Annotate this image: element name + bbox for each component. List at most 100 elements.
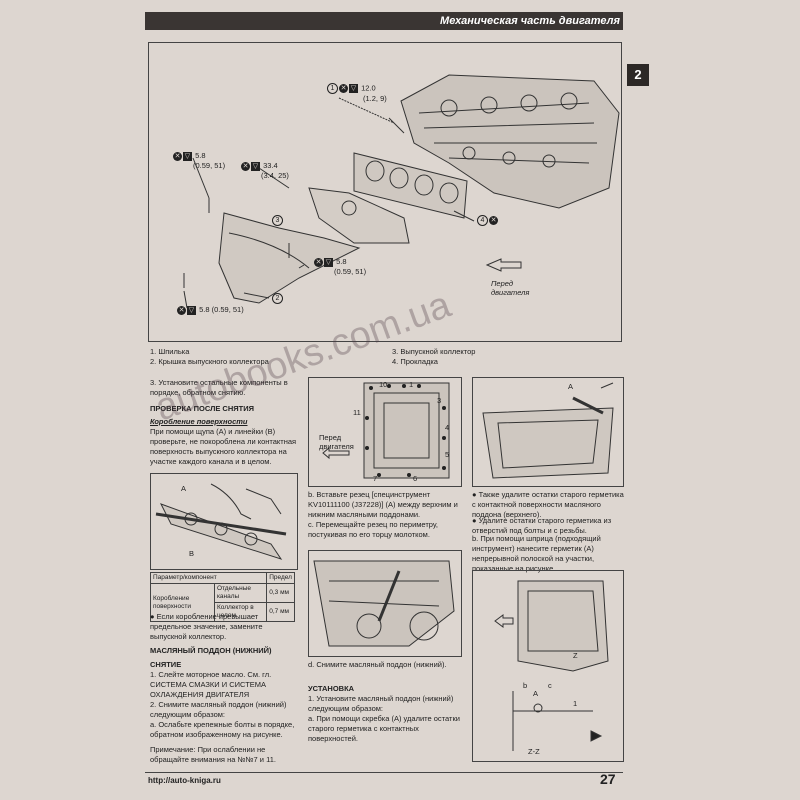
replace-icon: ✕ — [173, 151, 182, 161]
sealant-figure: Z A b c 1 Z-Z — [472, 570, 624, 762]
callout-value: 12.0 — [361, 83, 376, 93]
callout-sub: (0.59, 51) — [334, 266, 367, 276]
heading-check-after-removal: ПРОВЕРКА ПОСЛЕ СНЯТИЯ — [150, 404, 255, 413]
bolt-sequence-figure: 10 1 3 4 5 6 7 11 Перед двигателя — [308, 377, 462, 487]
scraper-figure: A — [472, 377, 624, 487]
removal-step-2: 2. Снимите масляный поддон (нижний) след… — [150, 700, 287, 719]
table-header-limit: Предел — [266, 572, 295, 584]
right-bullet-2: ● Удалите остатки старого герметика из о… — [472, 516, 612, 535]
header-bar — [145, 12, 623, 30]
footer-rule — [145, 772, 623, 773]
bullet-icon: ● — [472, 490, 477, 499]
install-step-1a: a. При помощи скребка (А) удалите остатк… — [308, 714, 460, 743]
removal-step-1: 1. Слейте моторное масло. См. гл. СИСТЕМ… — [150, 670, 272, 699]
callout-value: 33.4 — [263, 161, 278, 170]
step-c-text: c. Перемещайте резец по периметру, посту… — [308, 520, 438, 539]
bolt-num: 6 — [413, 474, 418, 483]
cutter-figure — [308, 550, 462, 657]
table-cell-value: 0,3 мм — [266, 583, 295, 603]
page-header-title: Механическая часть двигателя — [440, 15, 620, 27]
replace-icon: ✕ — [241, 161, 250, 171]
table-cell-item: Отдельные каналы — [213, 583, 268, 603]
replace-icon: ✕ — [177, 305, 186, 315]
warp-check-illustration — [155, 483, 287, 560]
install-step-1: 1. Установите масляный поддон (нижний) с… — [308, 694, 454, 713]
callout-cover-bolt-torque-3: ✕▽ 5.8 (0.59, 51) — [177, 305, 244, 315]
chapter-tab: 2 — [627, 64, 649, 86]
callout-nut-torque: ✕▽ 33.4 (3.4, 25) — [241, 161, 289, 180]
legend-item-2: 2. Крышка выпускного коллектора — [150, 357, 269, 366]
bolt-num: 11 — [353, 408, 361, 417]
callout-cover-bolt-torque-2: ✕▽ 5.8 (0.59, 51) — [314, 257, 366, 276]
footer-url: http://auto-kniga.ru — [148, 776, 221, 785]
heading-oil-pan-lower: МАСЛЯНЫЙ ПОДДОН (НИЖНИЙ) — [150, 646, 272, 655]
replace-icon: ✕ — [314, 257, 323, 267]
zz-label: Z-Z — [528, 747, 540, 756]
step-d-text: d. Снимите масляный поддон (нижний). — [308, 660, 447, 669]
warp-check-text: При помощи щупа (А) и линейки (В) провер… — [150, 427, 297, 466]
callout-stud-torque: 1✕▽ 12.0 (1.2, 9) — [327, 83, 387, 103]
heading-install: УСТАНОВКА — [308, 684, 355, 693]
table-cell-item: Коллектор в целом — [213, 602, 268, 622]
callout-cover-bolt-torque: ✕▽ 5.8 (0.59, 51) — [173, 151, 225, 170]
exhaust-manifold-illustration — [183, 74, 620, 309]
label-c: c — [548, 681, 552, 690]
table-cell-value: 0,7 мм — [266, 602, 295, 622]
torque-icon: ▽ — [349, 84, 358, 93]
front-of-engine-label: Перед двигателя — [319, 433, 354, 451]
step-b-sealant: b. При помощи шприца (подходящий инструм… — [472, 534, 601, 573]
warp-limits-table: Параметр/компонент Предел Коробление пов… — [149, 572, 295, 622]
replace-bullet: ● Если коробление превышает предельное з… — [150, 612, 263, 641]
bolt-num: 4 — [445, 423, 450, 432]
bolt-sequence-illustration — [322, 382, 450, 479]
torque-icon: ▽ — [183, 151, 192, 161]
legend-item-1: 1. Шпилька — [150, 347, 190, 356]
label-a: A — [568, 382, 574, 391]
legend-item-3: 3. Выпускной коллектор — [392, 347, 476, 356]
z-label: Z — [573, 651, 578, 660]
replace-icon: ✕ — [339, 84, 348, 93]
callout-sub: (0.59, 51) — [193, 160, 226, 170]
cutter-illustration — [313, 560, 455, 647]
replace-icon: ✕ — [489, 216, 498, 225]
heading-removal: СНЯТИЕ — [150, 660, 182, 669]
label-1: 1 — [573, 699, 578, 708]
torque-icon: ▽ — [187, 305, 196, 315]
heading-surface-warp: Коробление поверхности — [150, 417, 248, 426]
label-a: A — [533, 689, 539, 698]
part-number-4: 4✕ — [477, 215, 499, 226]
bolt-num: 7 — [373, 474, 378, 483]
torque-icon: ▽ — [324, 257, 333, 267]
page-number: 27 — [600, 771, 616, 787]
warp-check-figure: A B — [150, 473, 298, 570]
part-number-2: 2 — [272, 293, 284, 304]
front-of-engine-label: Перед двигателя — [491, 279, 530, 297]
bolt-num: 3 — [437, 396, 442, 405]
callout-value: 5.8 — [336, 257, 347, 266]
scraper-illustration — [482, 382, 614, 479]
callout-sub: (1.2, 9) — [363, 94, 387, 103]
bolt-num: 1 — [409, 380, 414, 389]
right-bullet-1: ● Также удалите остатки старого герметик… — [472, 490, 624, 519]
callout-value: 5.8 (0.59, 51) — [199, 305, 244, 314]
ref-1-icon: 1 — [327, 83, 338, 94]
callout-value: 5.8 — [195, 151, 206, 160]
note-text: Примечание: При ослаблении не обращайте … — [150, 745, 276, 764]
callout-sub: (3.4, 25) — [261, 170, 289, 180]
bolt-num: 10 — [379, 380, 388, 389]
removal-step-2a: a. Ослабьте крепежные болты в порядке, о… — [150, 720, 295, 739]
part-number-3: 3 — [272, 215, 284, 226]
label-b: b — [523, 681, 528, 690]
bolt-num: 5 — [445, 450, 450, 459]
label-a: A — [181, 484, 187, 493]
table-header-param: Параметр/компонент — [149, 572, 268, 584]
step-3-text: 3. Установите остальные компоненты в пор… — [150, 378, 288, 397]
main-figure-frame: 1✕▽ 12.0 (1.2, 9) ✕▽ 5.8 (0.59, 51) ✕▽ 3… — [148, 42, 622, 342]
label-b: B — [189, 549, 195, 558]
table-row-label: Коробление поверхности — [150, 583, 215, 622]
sealant-illustration — [494, 580, 609, 751]
bullet-icon: ● — [472, 516, 477, 525]
bullet-icon: ● — [150, 612, 155, 621]
legend-item-4: 4. Прокладка — [392, 357, 438, 366]
torque-icon: ▽ — [251, 161, 260, 171]
